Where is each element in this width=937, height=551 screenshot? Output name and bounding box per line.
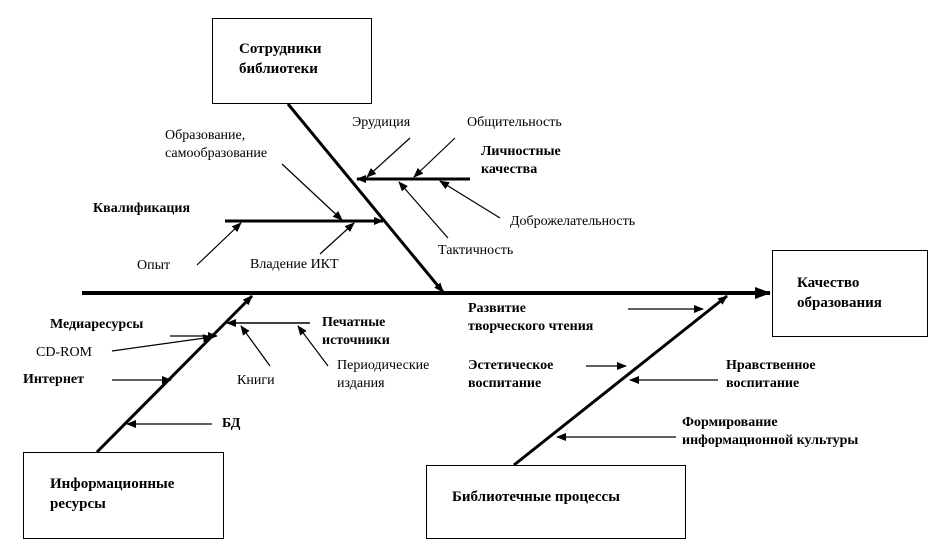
quality-box-label: Качество образования <box>797 275 882 311</box>
arrow-goodwill <box>439 180 501 219</box>
label-ict: Владение ИКТ <box>250 257 339 272</box>
info-box: Информационные ресурсы <box>23 452 224 539</box>
bone-staff <box>286 103 445 293</box>
label-moral: Нравственное воспитание <box>726 358 816 391</box>
staff-box-label: Сотрудники библиотеки <box>239 41 322 77</box>
label-personal-qualities: Личностные качества <box>481 144 561 177</box>
label-db: БД <box>222 416 241 431</box>
label-info-culture: Формирование информационной культуры <box>682 415 859 448</box>
processes-box: Библиотечные процессы <box>426 465 686 539</box>
arrow-experience <box>196 222 242 266</box>
label-goodwill: Доброжелательность <box>510 214 636 229</box>
staff-box: Сотрудники библиотеки <box>212 18 372 104</box>
arrow-cdrom <box>111 334 213 352</box>
label-books: Книги <box>237 373 275 388</box>
quality-box: Качество образования <box>772 250 928 337</box>
label-tact: Тактичность <box>438 243 514 258</box>
label-erudition: Эрудиция <box>352 115 411 130</box>
label-creative-reading: Развитие творческого чтения <box>468 301 594 334</box>
label-education: Образование, самообразование <box>165 128 268 161</box>
arrow-periodicals <box>297 325 329 367</box>
arrow-tact <box>398 181 449 239</box>
arrow-ict <box>319 222 355 255</box>
label-qualification: Квалификация <box>93 201 191 216</box>
label-experience: Опыт <box>137 258 171 273</box>
processes-box-label: Библиотечные процессы <box>452 489 620 505</box>
bone-processes <box>513 294 728 467</box>
label-aesthetic: Эстетическое воспитание <box>468 358 554 391</box>
label-periodicals: Периодические издания <box>337 358 430 391</box>
label-internet: Интернет <box>23 372 84 387</box>
info-box-label: Информационные ресурсы <box>50 476 175 512</box>
arrow-sociability <box>413 137 456 178</box>
label-sociability: Общительность <box>467 115 562 130</box>
label-cdrom: CD-ROM <box>36 345 93 360</box>
arrow-books <box>240 325 271 367</box>
label-print-sources: Печатные источники <box>322 315 390 348</box>
label-media: Медиаресурсы <box>50 317 144 332</box>
arrow-education <box>281 163 343 221</box>
arrow-erudition <box>366 137 411 178</box>
